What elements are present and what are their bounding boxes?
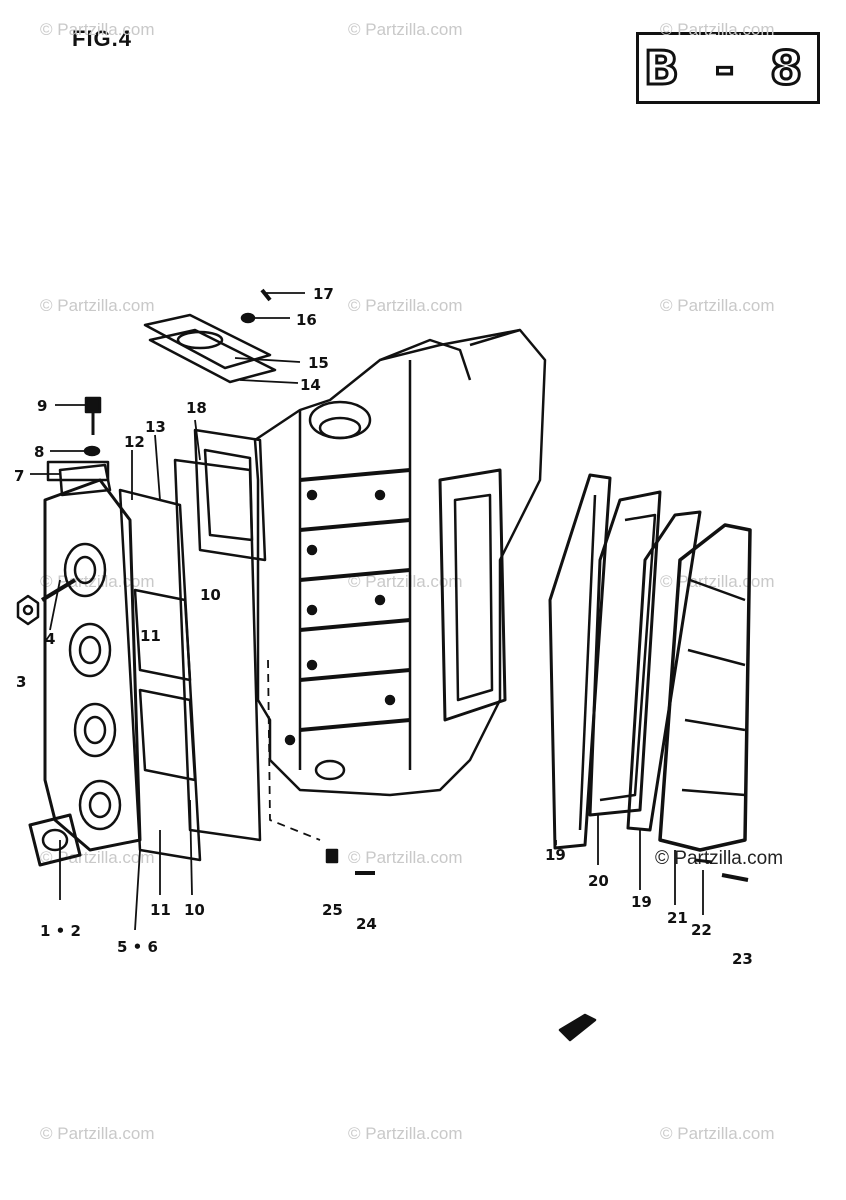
cylinder-block [253, 328, 547, 797]
callout-label: 21 [667, 909, 688, 927]
figure-title: FIG.4 [72, 26, 133, 51]
reed-valve-assembly [118, 428, 267, 862]
watermark: © Partzilla.com [348, 572, 463, 591]
carburetor-gasket [28, 813, 82, 867]
watermark: © Partzilla.com [40, 848, 155, 867]
callout-label: 4 [45, 630, 56, 648]
watermark: © Partzilla.com [40, 20, 155, 39]
watermark: © Partzilla.com [40, 1124, 155, 1143]
callout-label: 20 [588, 872, 609, 890]
callout-label: 19 [545, 846, 566, 864]
watermark: © Partzilla.com [660, 20, 775, 39]
callout-label: 13 [145, 418, 166, 436]
callout-label: 23 [732, 950, 753, 968]
exhaust-outer-cover [658, 523, 752, 852]
page-code: B - 8 [642, 40, 813, 97]
callout-label: 25 [322, 901, 343, 919]
exhaust-cover-gasket-19b [626, 510, 702, 832]
callout-label: 19 [631, 893, 652, 911]
watermark: © Partzilla.com [348, 296, 463, 315]
callout-label: 11 [140, 627, 161, 645]
front-arrow-icon [558, 1013, 597, 1042]
leader-lines [30, 292, 704, 931]
callout-label: 11 [150, 901, 171, 919]
callout-label: 22 [691, 921, 712, 939]
watermark: © Partzilla.com [660, 1124, 775, 1143]
callout-label: 24 [356, 915, 377, 933]
callout-label: 14 [300, 376, 321, 394]
callout-label: 18 [186, 399, 207, 417]
callout-label: 9 [37, 397, 48, 415]
callout-label: 10 [200, 586, 221, 604]
watermark: © Partzilla.com [660, 296, 775, 315]
page-code-box: B - 8 [636, 32, 820, 104]
intake-manifold [43, 463, 142, 852]
callout-label: 1 • 2 [40, 922, 81, 940]
callout-label: 17 [313, 285, 334, 303]
callout-label: 15 [308, 354, 329, 372]
watermark: © Partzilla.com [348, 20, 463, 39]
watermark: © Partzilla.com [40, 296, 155, 315]
watermark: © Partzilla.com [348, 1124, 463, 1143]
callout-label: 10 [184, 901, 205, 919]
exhaust-cover-gasket-19a [548, 473, 612, 850]
watermark: © Partzilla.com [655, 848, 784, 869]
watermark: © Partzilla.com [348, 848, 463, 867]
exhaust-inner-plate [588, 490, 662, 817]
callout-label: 8 [34, 443, 45, 461]
callout-label: 16 [296, 311, 317, 329]
callout-label: 3 [16, 673, 27, 691]
hardware [16, 288, 749, 882]
callout-label: 12 [124, 433, 145, 451]
top-cover-gasket [143, 313, 277, 384]
callout-label: 7 [14, 467, 25, 485]
callout-label: 5 • 6 [117, 938, 158, 956]
